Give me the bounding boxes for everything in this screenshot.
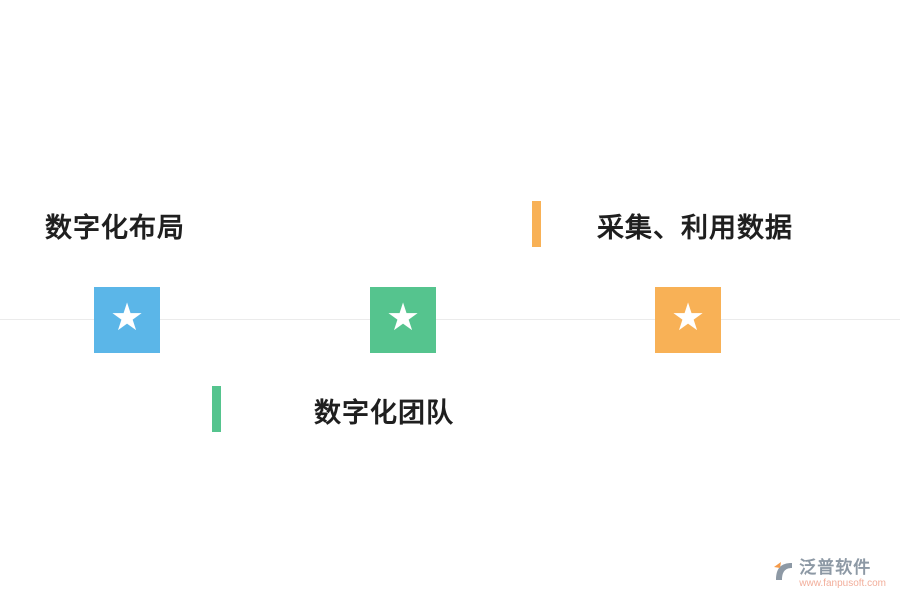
star-icon: ★ xyxy=(385,297,421,339)
label-digital-team-text: 数字化团队 xyxy=(314,398,454,428)
label-digital-layout: 数字化布局 xyxy=(45,206,185,245)
star-icon: ★ xyxy=(670,297,706,339)
timeline-axis-line xyxy=(0,319,900,320)
fanpu-logo-icon xyxy=(772,560,794,582)
milestone-square-orange: ★ xyxy=(655,287,721,353)
watermark-url: www.fanpusoft.com xyxy=(799,578,886,589)
milestone-square-green: ★ xyxy=(370,287,436,353)
label-collect-data-text: 采集、利用数据 xyxy=(597,213,793,243)
label-digital-layout-text: 数字化布局 xyxy=(45,213,185,243)
accent-bar-orange xyxy=(532,201,541,247)
milestone-square-blue: ★ xyxy=(94,287,160,353)
watermark-brand: 泛普软件 xyxy=(799,558,872,578)
label-collect-data: 采集、利用数据 xyxy=(597,206,793,245)
watermark: 泛普软件 www.fanpusoft.com xyxy=(772,558,886,590)
label-digital-team: 数字化团队 xyxy=(314,391,454,430)
watermark-text: 泛普软件 www.fanpusoft.com xyxy=(799,558,886,590)
accent-bar-green xyxy=(212,386,221,432)
star-icon: ★ xyxy=(109,297,145,339)
